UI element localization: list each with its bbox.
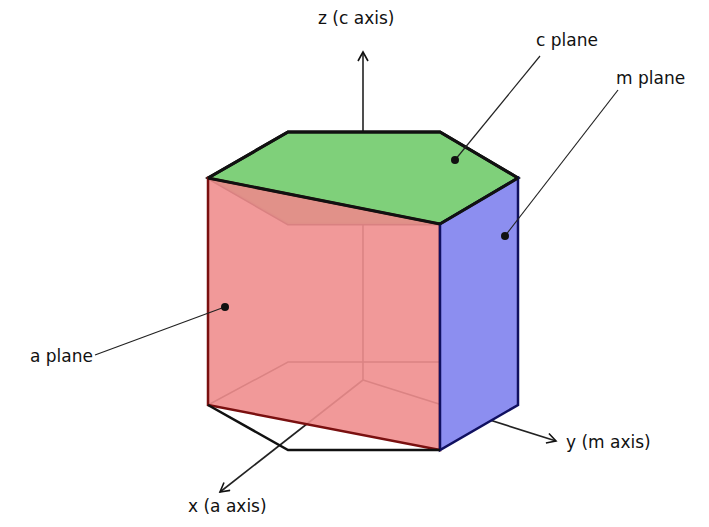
axis-label: y (m axis) — [566, 432, 651, 452]
leader-line — [455, 56, 540, 160]
leader-line — [95, 308, 222, 355]
m-plane-face — [440, 178, 518, 450]
leader-line — [505, 90, 618, 236]
plane-label: c plane — [536, 30, 598, 50]
plane-label: a plane — [30, 346, 93, 366]
a-plane-face — [208, 178, 440, 450]
axis-label: x (a axis) — [188, 496, 267, 516]
plane-label: m plane — [616, 68, 685, 88]
axis-label: z (c axis) — [318, 8, 394, 28]
